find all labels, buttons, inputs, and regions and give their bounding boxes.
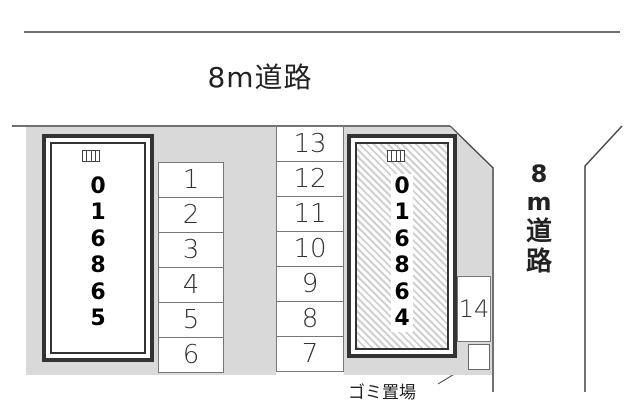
id-digit: 4 bbox=[391, 305, 413, 333]
parking-stall: 1 bbox=[158, 162, 224, 198]
id-digit: 1 bbox=[90, 200, 106, 226]
stairs-icon bbox=[387, 150, 405, 162]
parking-stall: 6 bbox=[158, 337, 224, 373]
building-left-inner: 0 1 6 8 6 5 bbox=[50, 142, 146, 354]
id-digit: 6 bbox=[391, 226, 413, 254]
parking-stall: 12 bbox=[276, 161, 344, 197]
parking-stall: 3 bbox=[158, 232, 224, 268]
id-digit: 0 bbox=[391, 174, 413, 201]
side-road-unit: m bbox=[526, 188, 552, 217]
id-digit: 6 bbox=[90, 279, 106, 305]
parking-column-middle: 13 12 11 10 9 8 7 bbox=[276, 126, 344, 372]
id-digit: 8 bbox=[90, 253, 106, 279]
stairs-icon bbox=[82, 150, 100, 162]
id-digit: 0 bbox=[90, 174, 106, 199]
id-digit: 6 bbox=[391, 279, 413, 306]
side-road-kanji-1: 道 bbox=[525, 216, 552, 247]
id-digit: 6 bbox=[90, 226, 106, 252]
parking-stall: 9 bbox=[276, 266, 344, 302]
parking-stall: 13 bbox=[276, 126, 344, 162]
building-right-inner: 0 1 6 8 6 4 bbox=[355, 142, 449, 350]
parking-stall: 7 bbox=[276, 336, 344, 372]
id-digit: 1 bbox=[391, 200, 413, 227]
parking-stall: 4 bbox=[158, 267, 224, 303]
side-road-label: 8 m 道 路 bbox=[517, 160, 561, 278]
side-road-kanji-2: 路 bbox=[525, 247, 552, 278]
building-left: 0 1 6 8 6 5 bbox=[42, 134, 154, 362]
building-left-id: 0 1 6 8 6 5 bbox=[52, 174, 144, 332]
parking-stall: 11 bbox=[276, 196, 344, 232]
parking-stall: 8 bbox=[276, 301, 344, 337]
parking-stall-14: 14 bbox=[457, 276, 491, 342]
building-right-id: 0 1 6 8 6 4 bbox=[357, 174, 447, 333]
trash-area-box bbox=[468, 344, 490, 370]
building-right: 0 1 6 8 6 4 bbox=[347, 134, 457, 358]
right-road-edge-right bbox=[584, 125, 623, 392]
id-digit: 5 bbox=[90, 305, 106, 331]
parking-stall: 10 bbox=[276, 231, 344, 267]
parking-stall: 5 bbox=[158, 302, 224, 338]
side-road-number: 8 bbox=[530, 160, 548, 188]
right-road-edge-left bbox=[449, 125, 494, 392]
parking-column-left: 1 2 3 4 5 6 bbox=[158, 162, 224, 373]
parking-stall: 2 bbox=[158, 197, 224, 233]
id-digit: 8 bbox=[391, 253, 413, 280]
top-road-label: 8m道路 bbox=[207, 61, 313, 94]
trash-area-label: ゴミ置場 bbox=[348, 383, 416, 403]
